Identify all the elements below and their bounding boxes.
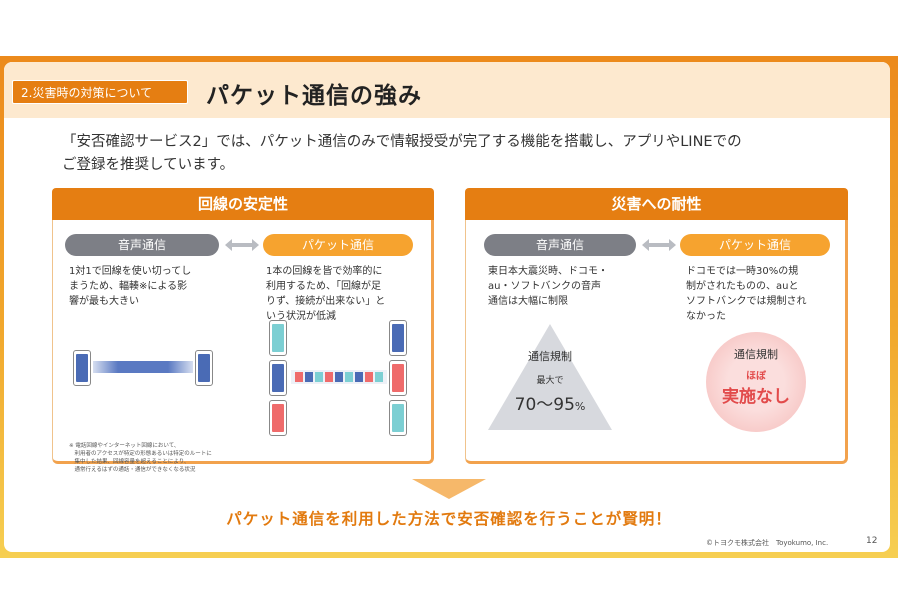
desc-line: ドコモでは一時30%の規 [686,266,799,277]
phone-icon [195,350,213,386]
desc-line: 東日本大震災時、ドコモ・ [488,266,608,277]
note-line: 集中した結果、回線容量を超えることにより、 [69,459,190,465]
double-arrow-icon [642,239,676,251]
phone-icon [389,360,407,396]
phone-icon [73,350,91,386]
voice-pill: 音声通信 [65,234,219,256]
desc-line: 1本の回線を皆で効率的に [266,266,383,277]
note-line: ※ 電話回線やインターネット回線において、 [69,443,180,449]
phone-icon [389,320,407,356]
desc-line: ソフトバンクでは規制され [686,296,807,307]
desc-line: 1対1で回線を使い切ってし [69,266,192,277]
packet-stat-value: 実施なし [722,387,790,407]
panel-disaster-resistance: 災害への耐性 音声通信 パケット通信 東日本大震災時、ドコモ・ au・ソフトバン… [465,188,848,464]
panel-heading: 回線の安定性 [52,188,434,220]
phone-icon [389,400,407,436]
panel-body: 音声通信 パケット通信 1対1で回線を使い切ってし まうため、輻輳※による影 響… [52,220,434,473]
restriction-triangle [488,324,612,430]
panel-line-stability: 回線の安定性 音声通信 パケット通信 1対1で回線を使い切ってし まうため、輻輳… [52,188,434,473]
desc-line: 通信は大幅に制限 [488,296,568,307]
intro-line-2: ご登録を推奨しています。 [62,157,235,173]
packet-stat-label: 通信規制 [734,348,778,361]
voice-description: 東日本大震災時、ドコモ・ au・ソフトバンクの音声 通信は大幅に制限 [488,264,638,309]
intro-text: 「安否確認サービス2」では、パケット通信のみで情報授受が完了する機能を搭載し、ア… [62,131,862,177]
phone-icon [269,400,287,436]
desc-line: いう状況が低減 [266,311,336,322]
packet-pill: パケット通信 [680,234,830,256]
packet-pill: パケット通信 [263,234,413,256]
desc-line: 利用するため、「回線が足 [266,281,381,292]
double-arrow-icon [225,239,259,251]
packet-line-bar [291,370,387,384]
packet-description: 1本の回線を皆で効率的に 利用するため、「回線が足 りず、接続が出来ない」と い… [266,264,422,324]
panel-heading: 災害への耐性 [465,188,848,220]
intro-line-1: 「安否確認サービス2」では、パケット通信のみで情報授受が完了する機能を搭載し、ア… [62,134,742,150]
note-line: 通常行えるはずの通話・通信ができなくなる状況 [69,467,196,473]
section-tag: 2.災害時の対策について [12,80,188,104]
conclusion-text: パケット通信を利用した方法で安否確認を行うことが賢明！ [226,510,672,528]
voice-description: 1対1で回線を使い切ってし まうため、輻輳※による影 響が最も大きい [69,264,219,309]
stat-number: 70〜95 [514,395,575,415]
page-number: 12 [866,536,878,546]
packet-description: ドコモでは一時30%の規 制がされたものの、auと ソフトバンクでは規制され な… [686,264,836,324]
congestion-note: ※ 電話回線やインターネット回線において、 利用者のアクセスが特定の形態あるいは… [69,442,249,474]
voice-stat-value: 70〜95% [488,390,612,415]
packet-stat-sub: ほぼ [746,371,766,382]
copyright: ©トヨクモ株式会社 Toyokumo, Inc. [706,539,829,547]
note-line: 利用者のアクセスが特定の形態あるいは特定のルートに [69,451,212,457]
voice-line-bar [93,361,193,373]
phone-icon [269,360,287,396]
stat-unit: % [574,400,586,413]
panel-body: 音声通信 パケット通信 東日本大震災時、ドコモ・ au・ソフトバンクの音声 通信… [465,220,848,464]
desc-line: 制がされたものの、auと [686,281,799,292]
desc-line: au・ソフトバンクの音声 [488,281,601,292]
page-title: パケット通信の強み [206,83,422,109]
down-arrow-icon [412,479,486,499]
desc-line: りず、接続が出来ない」と [266,296,386,307]
desc-line: 響が最も大きい [69,296,139,307]
no-restriction-circle [706,332,806,432]
desc-line: まうため、輻輳※による影 [69,281,188,292]
voice-stat-sub: 最大で [536,376,564,386]
voice-pill: 音声通信 [484,234,636,256]
phone-icon [269,320,287,356]
desc-line: なかった [686,311,726,322]
voice-stat-label: 通信規制 [528,350,572,363]
